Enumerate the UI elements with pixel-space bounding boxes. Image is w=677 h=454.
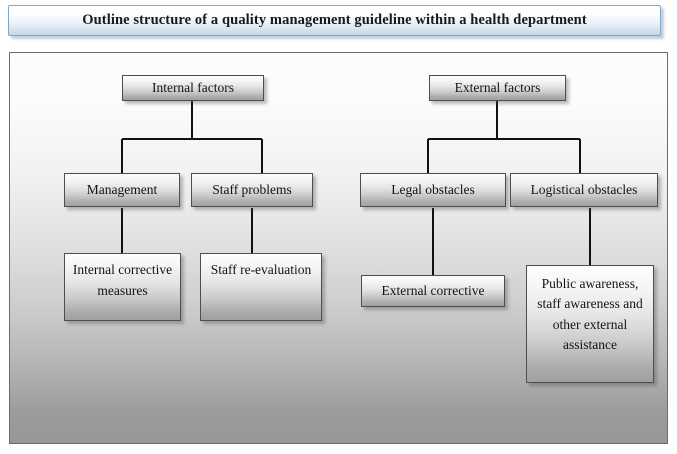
node-legal-obstacles[interactable]: Legal obstacles <box>360 173 506 207</box>
node-staff-re-evaluation[interactable]: Staff re-evaluation <box>200 253 322 321</box>
node-public-awareness[interactable]: Public awareness, staff awareness and ot… <box>526 265 654 383</box>
node-public-awareness-label: Public awareness, staff awareness and ot… <box>537 276 643 352</box>
node-internal-corrective-measures-label: Internal corrective measures <box>72 262 173 298</box>
title-banner: Outline structure of a quality managemen… <box>8 5 661 36</box>
node-staff-re-evaluation-label: Staff re-evaluation <box>210 262 312 277</box>
node-external-factors-label: External factors <box>454 80 541 96</box>
node-staff-problems[interactable]: Staff problems <box>191 173 313 207</box>
node-staff-problems-label: Staff problems <box>212 182 292 198</box>
node-logistical-obstacles[interactable]: Logistical obstacles <box>510 173 658 207</box>
node-external-corrective-label: External corrective <box>381 283 485 299</box>
node-external-corrective[interactable]: External corrective <box>361 275 505 307</box>
node-internal-factors[interactable]: Internal factors <box>122 75 264 101</box>
page-title: Outline structure of a quality managemen… <box>82 12 587 28</box>
connector-lines <box>121 99 591 275</box>
diagram-canvas: Internal factors External factors Manage… <box>9 52 668 444</box>
node-internal-factors-label: Internal factors <box>151 80 235 96</box>
node-internal-corrective-measures[interactable]: Internal corrective measures <box>64 253 181 321</box>
node-logistical-obstacles-label: Logistical obstacles <box>530 182 638 198</box>
node-external-factors[interactable]: External factors <box>429 75 566 101</box>
node-management-label: Management <box>86 182 158 198</box>
node-management[interactable]: Management <box>64 173 180 207</box>
node-legal-obstacles-label: Legal obstacles <box>391 182 475 198</box>
